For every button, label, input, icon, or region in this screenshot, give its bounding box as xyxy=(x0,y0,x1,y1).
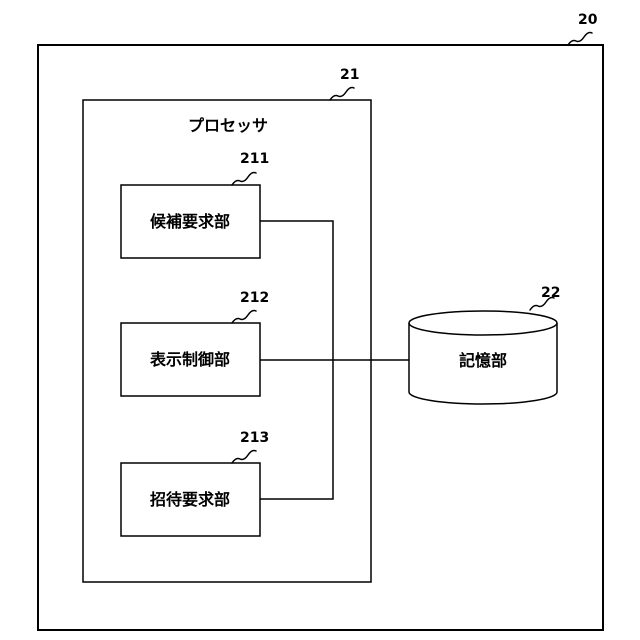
unit-211-ref-leader xyxy=(232,173,256,186)
unit-212-ref-label: 212 xyxy=(240,290,269,306)
unit-211-ref-label: 211 xyxy=(240,151,269,167)
processor-ref-label: 21 xyxy=(340,67,359,83)
processor-ref-leader xyxy=(330,88,354,101)
storage-ref-label: 22 xyxy=(541,285,560,301)
device-ref-leader xyxy=(568,33,592,46)
processor-frame xyxy=(83,100,371,582)
storage-label: 記憶部 xyxy=(459,351,507,370)
unit-213-ref-leader xyxy=(232,451,256,464)
device-frame xyxy=(38,45,603,630)
unit-213-label: 招待要求部 xyxy=(150,490,230,509)
unit-213-ref-label: 213 xyxy=(240,430,269,446)
unit-212-label: 表示制御部 xyxy=(149,350,230,369)
unit-211-label: 候補要求部 xyxy=(150,212,230,231)
processor-label: プロセッサ xyxy=(188,116,268,135)
storage-cylinder-top xyxy=(409,311,557,335)
device-ref-label: 20 xyxy=(578,12,598,28)
unit-212-ref-leader xyxy=(232,311,256,324)
